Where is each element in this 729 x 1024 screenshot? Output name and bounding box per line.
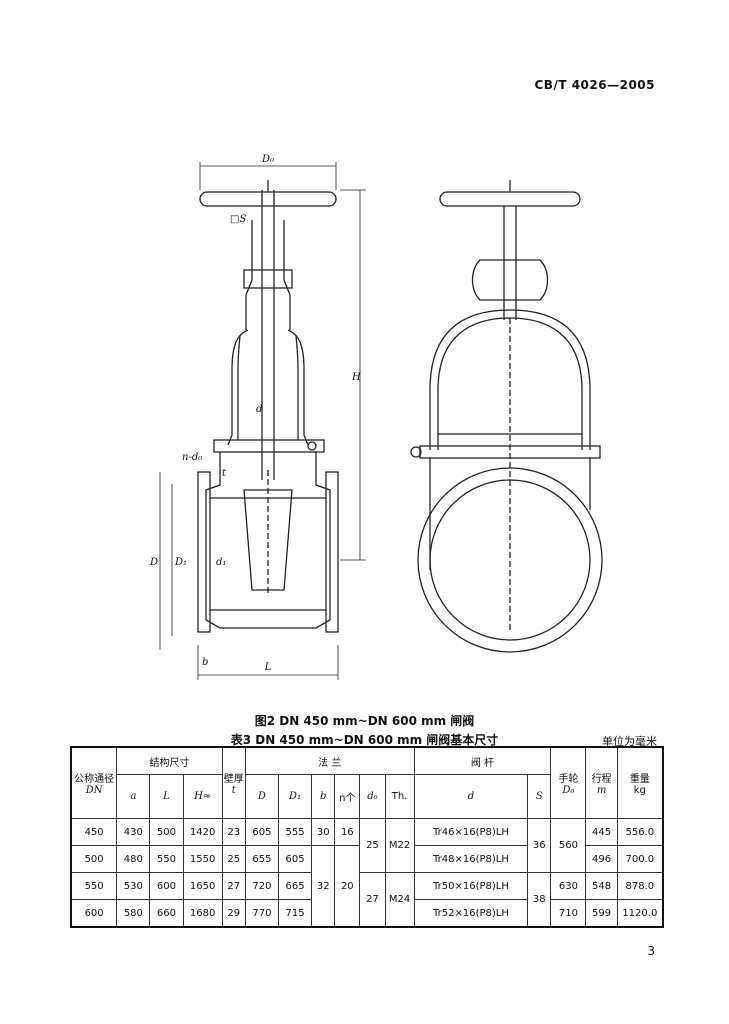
hdr-a: a — [116, 774, 151, 819]
label-h: H — [351, 372, 361, 383]
hdr-flange: 法 兰 — [244, 746, 415, 775]
label-d1: d₁ — [216, 557, 226, 568]
page-number: 3 — [647, 944, 655, 958]
handwheel-right — [439, 191, 581, 207]
hdr-th: Th. — [384, 774, 415, 819]
hdr-structure: 结构尺寸 — [116, 746, 223, 775]
hdr-b: b — [311, 774, 336, 819]
label-d: d — [256, 404, 262, 415]
figure-caption: 图2 DN 450 mm~DN 600 mm 闸阀 — [254, 714, 475, 728]
label-sq: □S — [230, 214, 246, 225]
label-nd0: n-d₀ — [182, 452, 202, 463]
hdr-n: n个 — [334, 774, 361, 819]
hdr-D1: D₁ — [277, 774, 313, 819]
label-L: L — [264, 662, 272, 673]
unit-note: 单位为毫米 — [602, 735, 657, 748]
gate-valve-drawing: D₀ □S H d t D D₁ d₁ b L n-d₀ — [149, 154, 603, 680]
label-D: D — [149, 557, 158, 568]
hdr-H: H≈ — [182, 774, 223, 819]
hdr-S: S — [527, 774, 552, 819]
label-d0: D₀ — [261, 154, 274, 165]
hdr-D: D — [244, 774, 279, 819]
label-b: b — [202, 657, 208, 668]
hdr-d: d — [413, 774, 529, 819]
label-t: t — [222, 468, 227, 479]
label-D1: D₁ — [174, 557, 187, 568]
hdr-d0: d₀ — [359, 774, 386, 819]
hdr-L: L — [149, 774, 184, 819]
table-caption: 表3 DN 450 mm~DN 600 mm 闸阀基本尺寸 — [230, 733, 499, 747]
hdr-stem: 阀 杆 — [413, 746, 552, 775]
handwheel-left — [199, 191, 337, 207]
standard-number: CB/T 4026—2005 — [534, 78, 655, 92]
